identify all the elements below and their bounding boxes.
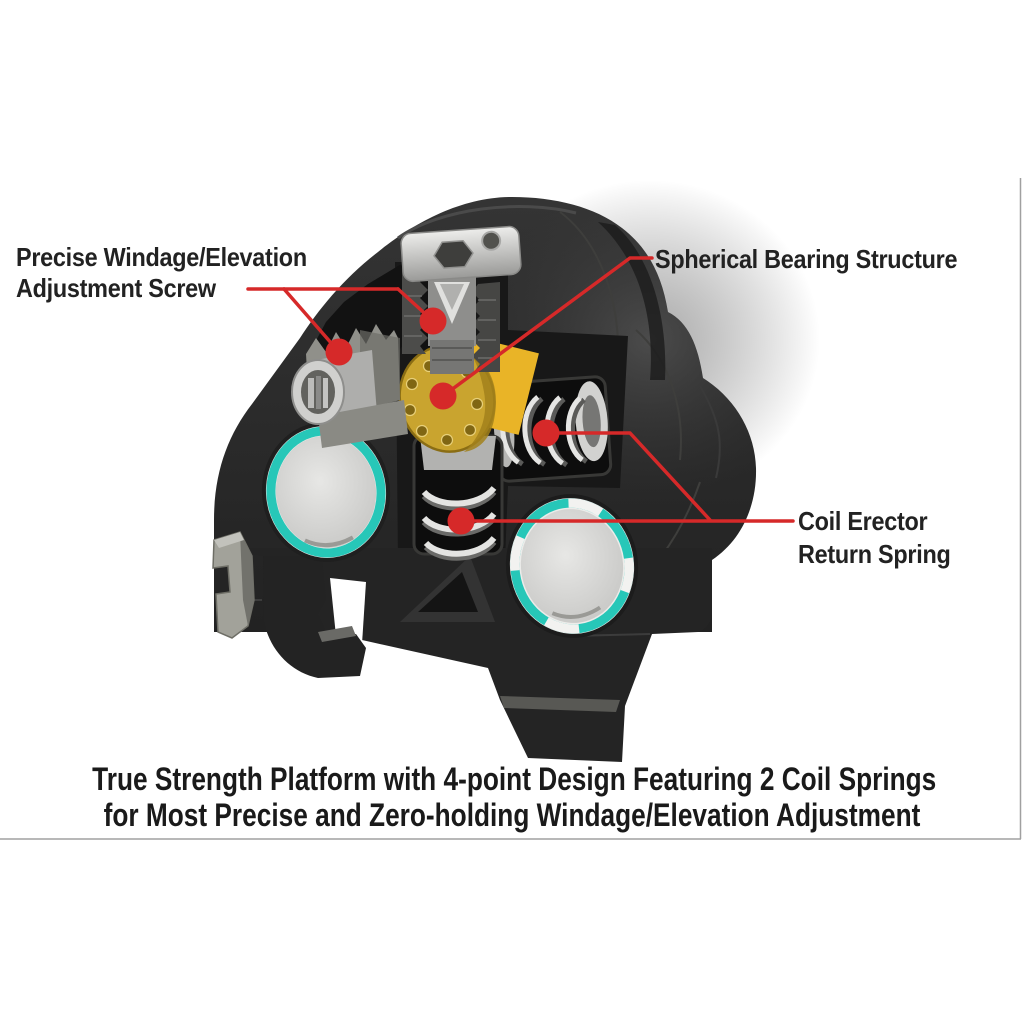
label-coil-erector-spring: Coil Erector Return Spring — [798, 505, 951, 571]
callout-dot-icon — [419, 307, 447, 335]
rear-lens — [505, 494, 639, 638]
rail-left-jaw — [263, 556, 366, 678]
callout-dot-icon — [325, 338, 353, 366]
detached-clamp-piece — [212, 531, 255, 639]
callout-dot-icon — [447, 507, 475, 535]
lens-reflection — [304, 535, 354, 548]
rail-right-foot-face — [500, 696, 620, 712]
label-spherical-bearing: Spherical Bearing Structure — [655, 244, 957, 275]
caption-line: True Strength Platform with 4-point Desi… — [92, 761, 937, 797]
coil-spring-bottom — [412, 434, 504, 561]
lens-ring-segments — [510, 498, 634, 634]
label-windage-elevation-screw: Precise Windage/Elevation Adjustment Scr… — [16, 242, 307, 304]
front-lens-glass — [275, 436, 377, 548]
rear-lens-glass — [520, 509, 624, 623]
body-shadow-band — [598, 222, 666, 380]
front-lens — [261, 422, 391, 562]
rail-mount — [214, 548, 712, 762]
elevation-screw-top — [400, 225, 522, 374]
caption-line: for Most Precise and Zero-holding Windag… — [103, 797, 921, 833]
callout-dot-icon — [532, 419, 560, 447]
callout-dot-icon — [429, 382, 457, 410]
label-line: Spherical Bearing Structure — [655, 244, 958, 274]
caption: True Strength Platform with 4-point Desi… — [92, 761, 937, 833]
label-line: Adjustment Screw — [16, 273, 216, 303]
lens-reflection — [551, 605, 602, 619]
label-line: Return Spring — [798, 539, 951, 569]
rail-gap — [330, 578, 366, 644]
callout-lines — [246, 256, 795, 535]
label-line: Precise Windage/Elevation — [16, 242, 307, 272]
screw-cap — [400, 225, 522, 283]
label-line: Coil Erector — [798, 506, 928, 536]
image-frame — [0, 178, 1022, 840]
